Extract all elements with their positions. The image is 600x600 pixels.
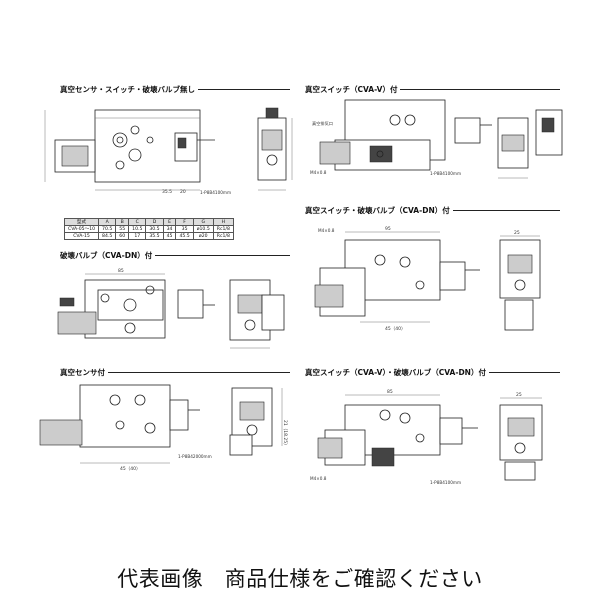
- svg-text:45（40）: 45（40）: [385, 326, 405, 332]
- spec-cell: Rc1/8: [212, 232, 234, 240]
- spec-header-row: 型式 A B C D E F G H: [63, 218, 234, 226]
- spec-header-cell: G: [192, 218, 214, 226]
- spec-header-cell: C: [128, 218, 147, 226]
- spec-cell: 60: [115, 232, 130, 240]
- spec-cell: 45.5: [175, 232, 194, 240]
- spec-cell: ø10.5: [192, 225, 214, 233]
- svg-text:M4×0.8: M4×0.8: [318, 228, 335, 233]
- section-title-cva-v: 真空スイッチ（CVA-V）付: [305, 84, 401, 95]
- drawing-base-unit: 35.5 20 1-P8B4100mm: [44, 107, 293, 195]
- svg-text:45（40）: 45（40）: [120, 466, 140, 472]
- spec-cell: 17: [128, 232, 147, 240]
- spec-header-cell: A: [98, 218, 117, 226]
- spec-header-cell: 型式: [63, 218, 100, 226]
- spec-cell: 35: [175, 225, 194, 233]
- section-rule-5: [60, 372, 290, 373]
- svg-text:真空排気口: 真空排気口: [312, 120, 333, 127]
- spec-cell: 45: [162, 232, 177, 240]
- svg-text:95: 95: [385, 226, 391, 232]
- spec-cell: Rc1/8: [212, 225, 234, 233]
- drawing-cva-v: 真空排気口 M4×0.8 1-P8B4100mm: [310, 99, 563, 179]
- drawing-cva-dn: 85: [57, 268, 285, 349]
- svg-text:M4×0.8: M4×0.8: [310, 170, 327, 175]
- svg-text:1-P8B4100mm: 1-P8B4100mm: [430, 480, 461, 485]
- svg-text:35.5: 35.5: [162, 189, 172, 195]
- spec-row: CVA-15 84.5 60 17 35.5 45 45.5 ø20 Rc1/8: [63, 232, 234, 240]
- svg-text:25: 25: [514, 230, 520, 236]
- section-title-none: 真空センサ・スイッチ・破壊バルブ無し: [60, 84, 198, 95]
- spec-cell: 34: [162, 225, 177, 233]
- spec-row: CVA-05～10 70.5 55 10.5 30.5 34 35 ø10.5 …: [63, 225, 234, 233]
- svg-text:21（18.25）: 21（18.25）: [282, 420, 288, 448]
- section-rule-3: [60, 255, 290, 256]
- spec-header-cell: D: [145, 218, 164, 226]
- drawing-switch-dn: 95 45（40） M4×0.8 25: [314, 226, 541, 332]
- svg-text:1-P8B4100mm: 1-P8B4100mm: [430, 171, 461, 176]
- spec-cell: CVA-15: [63, 232, 100, 240]
- svg-text:25: 25: [516, 392, 522, 398]
- spec-header-cell: H: [212, 218, 234, 226]
- drawing-v-dn: 85 M4×0.8 1-P8B4100mm 25: [310, 389, 543, 485]
- spec-cell: 10.5: [128, 225, 147, 233]
- spec-header-cell: B: [115, 218, 130, 226]
- section-title-sensor: 真空センサ付: [60, 367, 108, 378]
- spec-cell: 55: [115, 225, 130, 233]
- spec-cell: ø20: [192, 232, 214, 240]
- svg-text:20: 20: [180, 189, 186, 195]
- representative-image-caption: 代表画像 商品仕様をご確認ください: [117, 567, 483, 591]
- section-title-cva-dn: 破壊バルブ（CVA-DN）付: [60, 250, 156, 261]
- section-title-v-dn: 真空スイッチ（CVA-V）・破壊バルブ（CVA-DN）付: [305, 367, 489, 378]
- spec-cell: 84.5: [98, 232, 117, 240]
- section-title-switch-dn: 真空スイッチ・破壊バルブ（CVA-DN）付: [305, 205, 453, 216]
- spec-cell: 30.5: [145, 225, 164, 233]
- svg-text:85: 85: [118, 268, 124, 274]
- svg-text:85: 85: [387, 389, 393, 395]
- spec-table: 型式 A B C D E F G H CVA-05～10 70.5 55 10.…: [63, 218, 234, 240]
- spec-cell: 35.5: [145, 232, 164, 240]
- drawing-sensor: 45（40） 1-P8B42000mm 21（18.25）: [39, 384, 288, 472]
- spec-header-cell: E: [162, 218, 177, 226]
- svg-text:1-P8B4100mm: 1-P8B4100mm: [200, 190, 231, 195]
- spec-cell: 70.5: [98, 225, 117, 233]
- spec-cell: CVA-05～10: [63, 225, 100, 233]
- svg-text:M4×0.8: M4×0.8: [310, 476, 327, 481]
- section-rule-2: [305, 89, 560, 90]
- spec-header-cell: F: [175, 218, 194, 226]
- svg-text:1-P8B42000mm: 1-P8B42000mm: [178, 454, 212, 459]
